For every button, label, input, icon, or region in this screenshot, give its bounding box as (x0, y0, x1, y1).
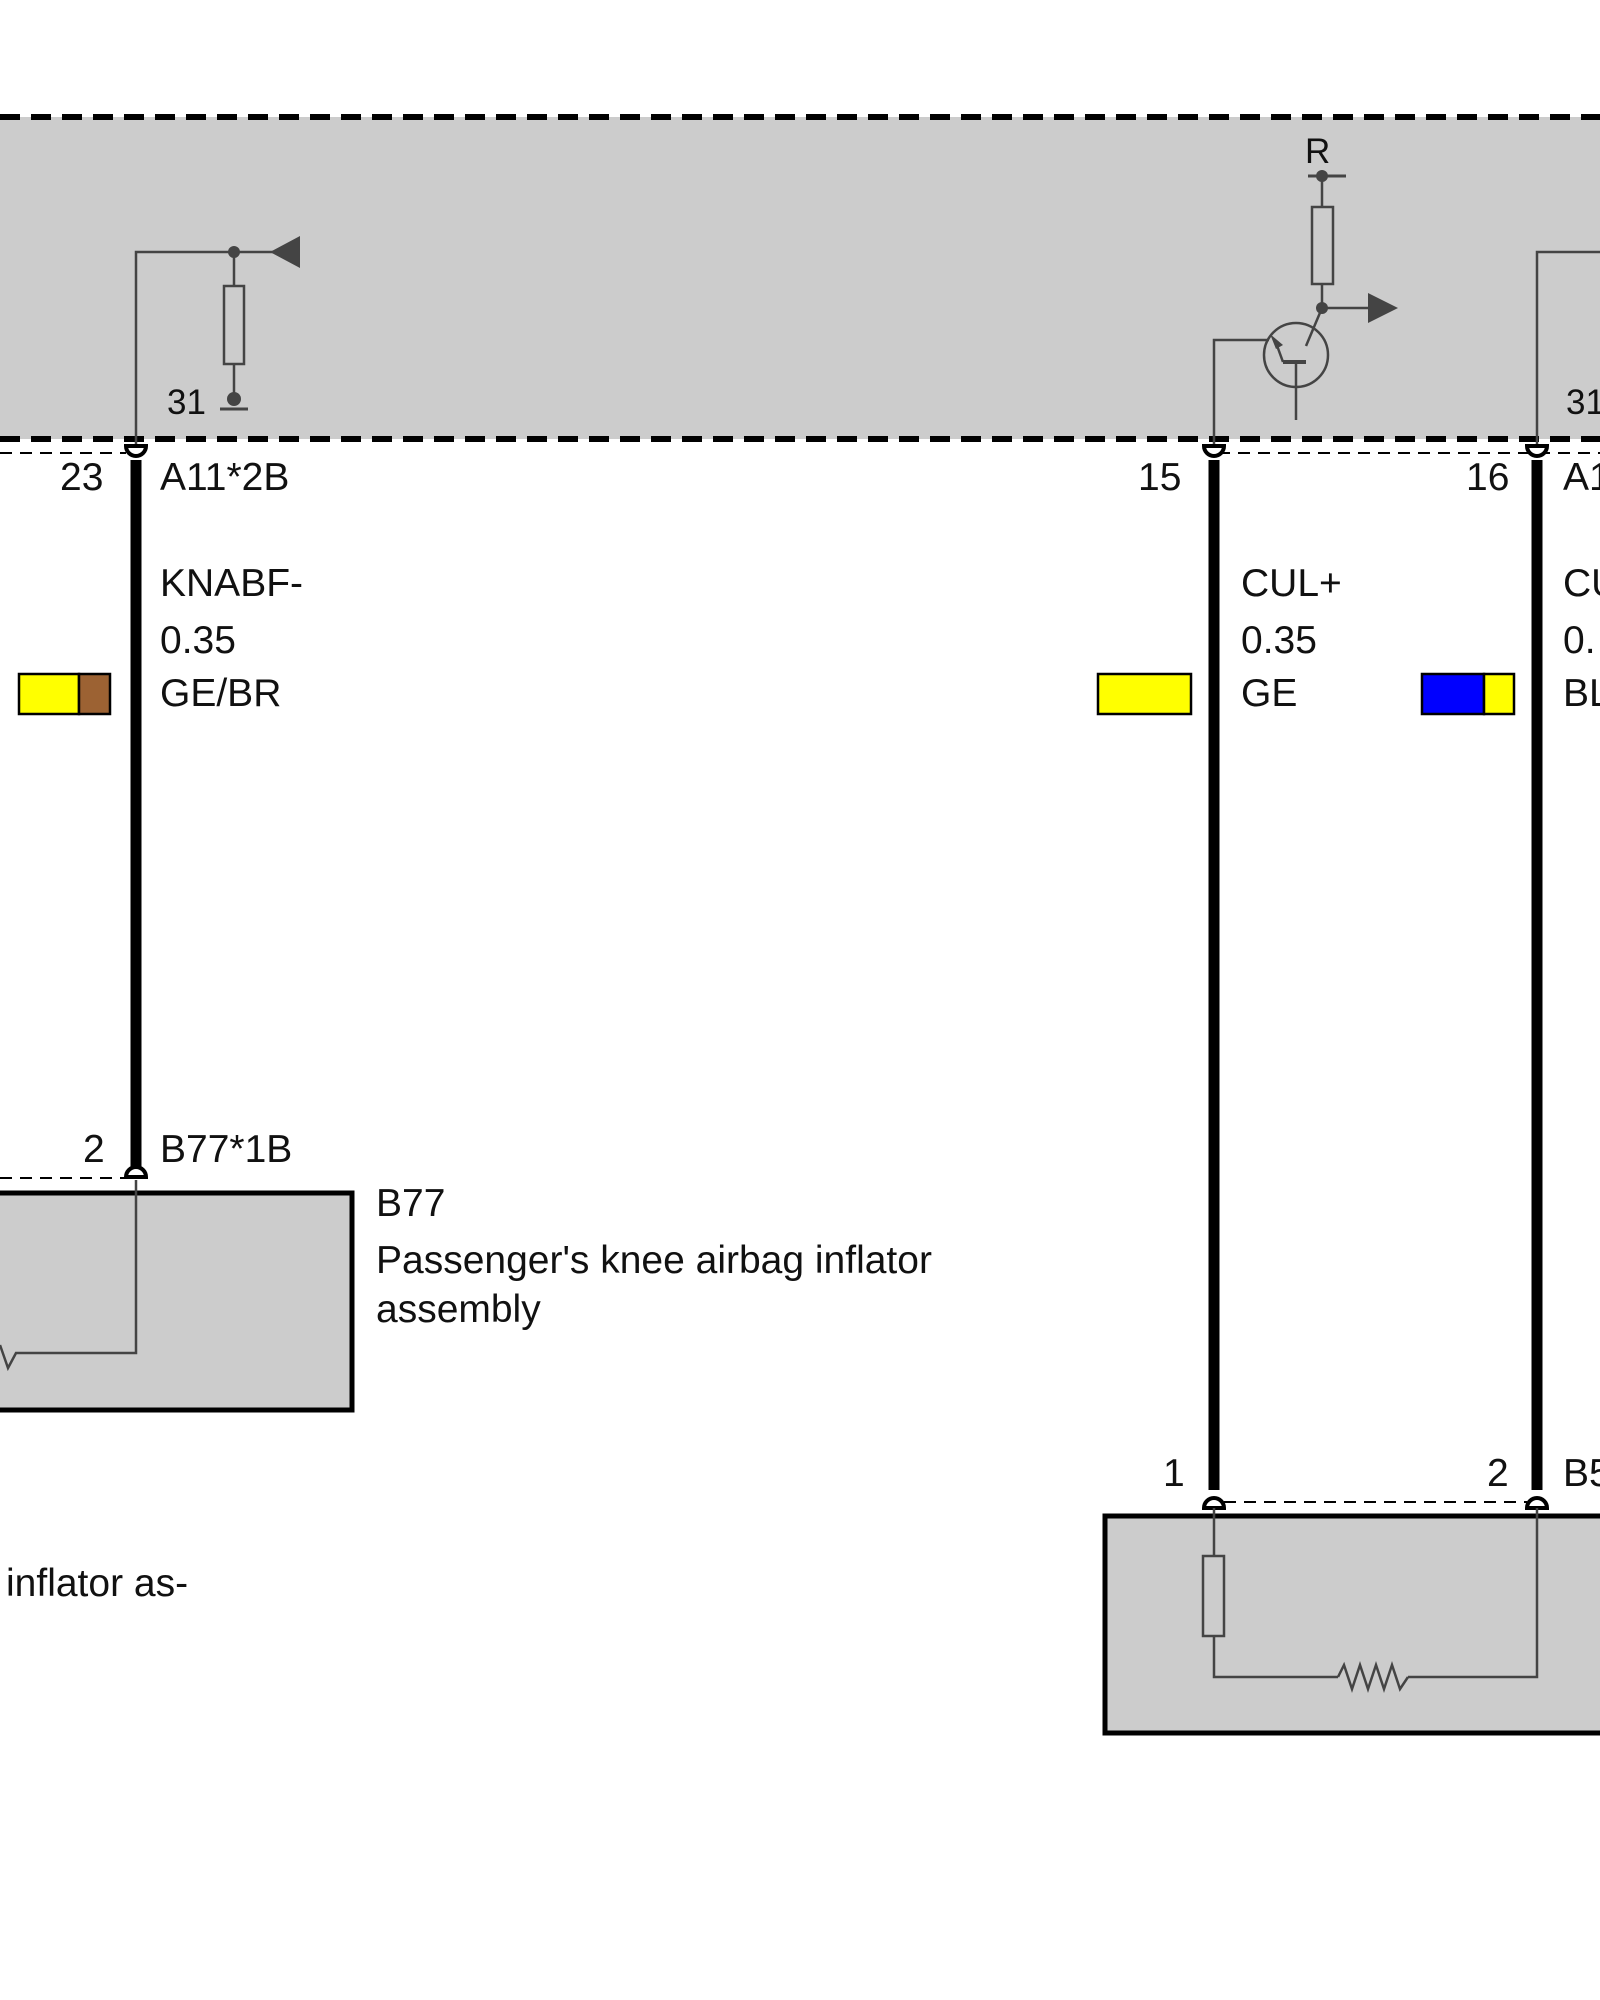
pulldown-resistor (222, 284, 246, 366)
pin-23: 23 (60, 456, 103, 499)
bottom-pin-2: 2 (1487, 1452, 1509, 1495)
wire-cu-signal: CU (1563, 562, 1600, 605)
reference-dot (1316, 170, 1328, 182)
wire-knabf-color-swatch-brown (77, 672, 112, 716)
emitter-arrow (1270, 334, 1283, 349)
wire-cul-color-swatch-yellow (1096, 672, 1193, 716)
bottom-pin-1: 1 (1163, 1452, 1185, 1495)
wire-knabf-signal: KNABF- (160, 562, 303, 605)
component-b5-body (1102, 1513, 1600, 1736)
pin-16: 16 (1466, 456, 1509, 499)
ground-label-right: 31 (1566, 383, 1600, 422)
wire-cul-gauge: 0.35 (1241, 619, 1317, 662)
reference-label: R (1305, 132, 1330, 171)
ground-label-left: 31 (167, 383, 206, 422)
component-b77-id: B77 (376, 1182, 445, 1225)
control-unit-body (0, 117, 1600, 439)
b5-heating-element (1336, 1661, 1410, 1693)
component-b5 (1102, 1501, 1600, 1736)
wire-cu-color-swatch-yellow (1482, 672, 1516, 716)
ground-dot (227, 392, 241, 406)
connector-a11-right: A1 (1563, 456, 1600, 499)
component-b77-name-line1: Passenger's knee airbag inflator (376, 1239, 932, 1282)
wire-knabf-color-code: GE/BR (160, 672, 281, 715)
junction-dot (228, 246, 240, 258)
wire-cul-color-code: GE (1241, 672, 1297, 715)
component-b77-body (0, 1190, 355, 1413)
component-b5-internal (1201, 1508, 1539, 1693)
connector-b77-1b: B77*1B (160, 1128, 292, 1171)
connector-b5: B5 (1563, 1452, 1600, 1495)
wire-knabf-gauge: 0.35 (160, 619, 236, 662)
wire-cu-color-code: BL (1563, 672, 1600, 715)
left-component-partial-text: inflator as- (6, 1562, 188, 1605)
inflator-element (0, 1180, 138, 1372)
collector-dot (1316, 302, 1328, 314)
arrow-left-icon (270, 236, 300, 268)
connector-a11-2b: A11*2B (160, 456, 289, 499)
wire-cu-color-swatch-blue (1420, 672, 1486, 716)
wire-cu-gauge: 0. (1563, 619, 1596, 662)
b5-resistor (1201, 1554, 1226, 1638)
wire-cul-signal: CUL+ (1241, 562, 1342, 605)
control-unit: 31 R 31 (0, 114, 1600, 446)
pin-caps (123, 444, 1550, 1510)
component-b77 (0, 1177, 355, 1413)
arrow-right-icon (1368, 293, 1398, 323)
pin-15: 15 (1138, 456, 1181, 499)
pullup-resistor (1310, 205, 1335, 286)
component-b77-name-line2: assembly (376, 1288, 541, 1331)
right-internal-circuit (1212, 174, 1600, 446)
b77-pin-2: 2 (83, 1128, 105, 1171)
wire-knabf-color-swatch-yellow (17, 672, 81, 716)
